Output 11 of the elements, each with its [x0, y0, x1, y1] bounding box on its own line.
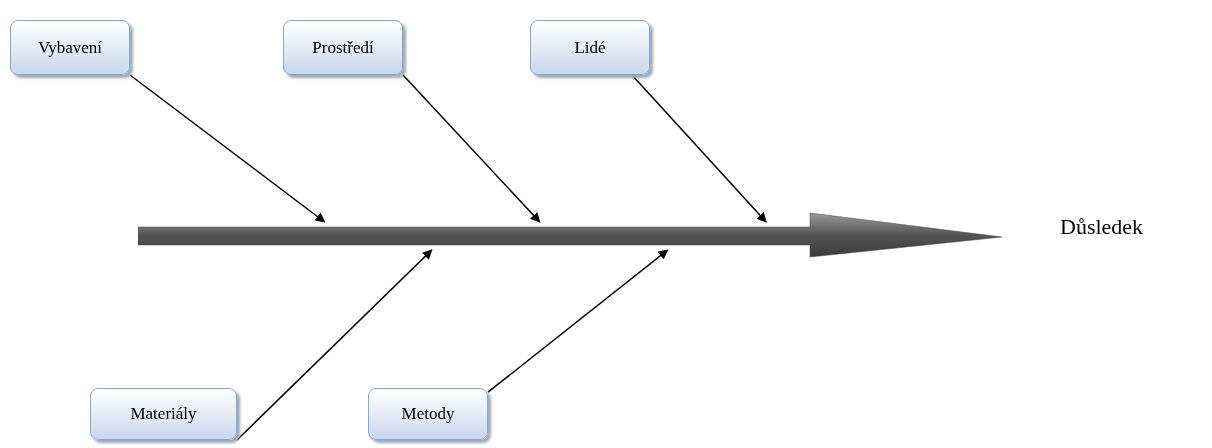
- arrow: [631, 74, 767, 223]
- arrow: [487, 249, 669, 393]
- cause-box: Prostředí: [283, 20, 403, 75]
- arrow: [402, 74, 541, 223]
- cause-box: Vybavení: [10, 20, 130, 75]
- arrow: [129, 74, 326, 223]
- cause-box: Lidé: [530, 20, 650, 75]
- effect-label: Důsledek: [1060, 214, 1144, 240]
- cause-box: Materiály: [90, 388, 237, 440]
- arrow: [236, 249, 433, 441]
- cause-box: Metody: [368, 388, 488, 440]
